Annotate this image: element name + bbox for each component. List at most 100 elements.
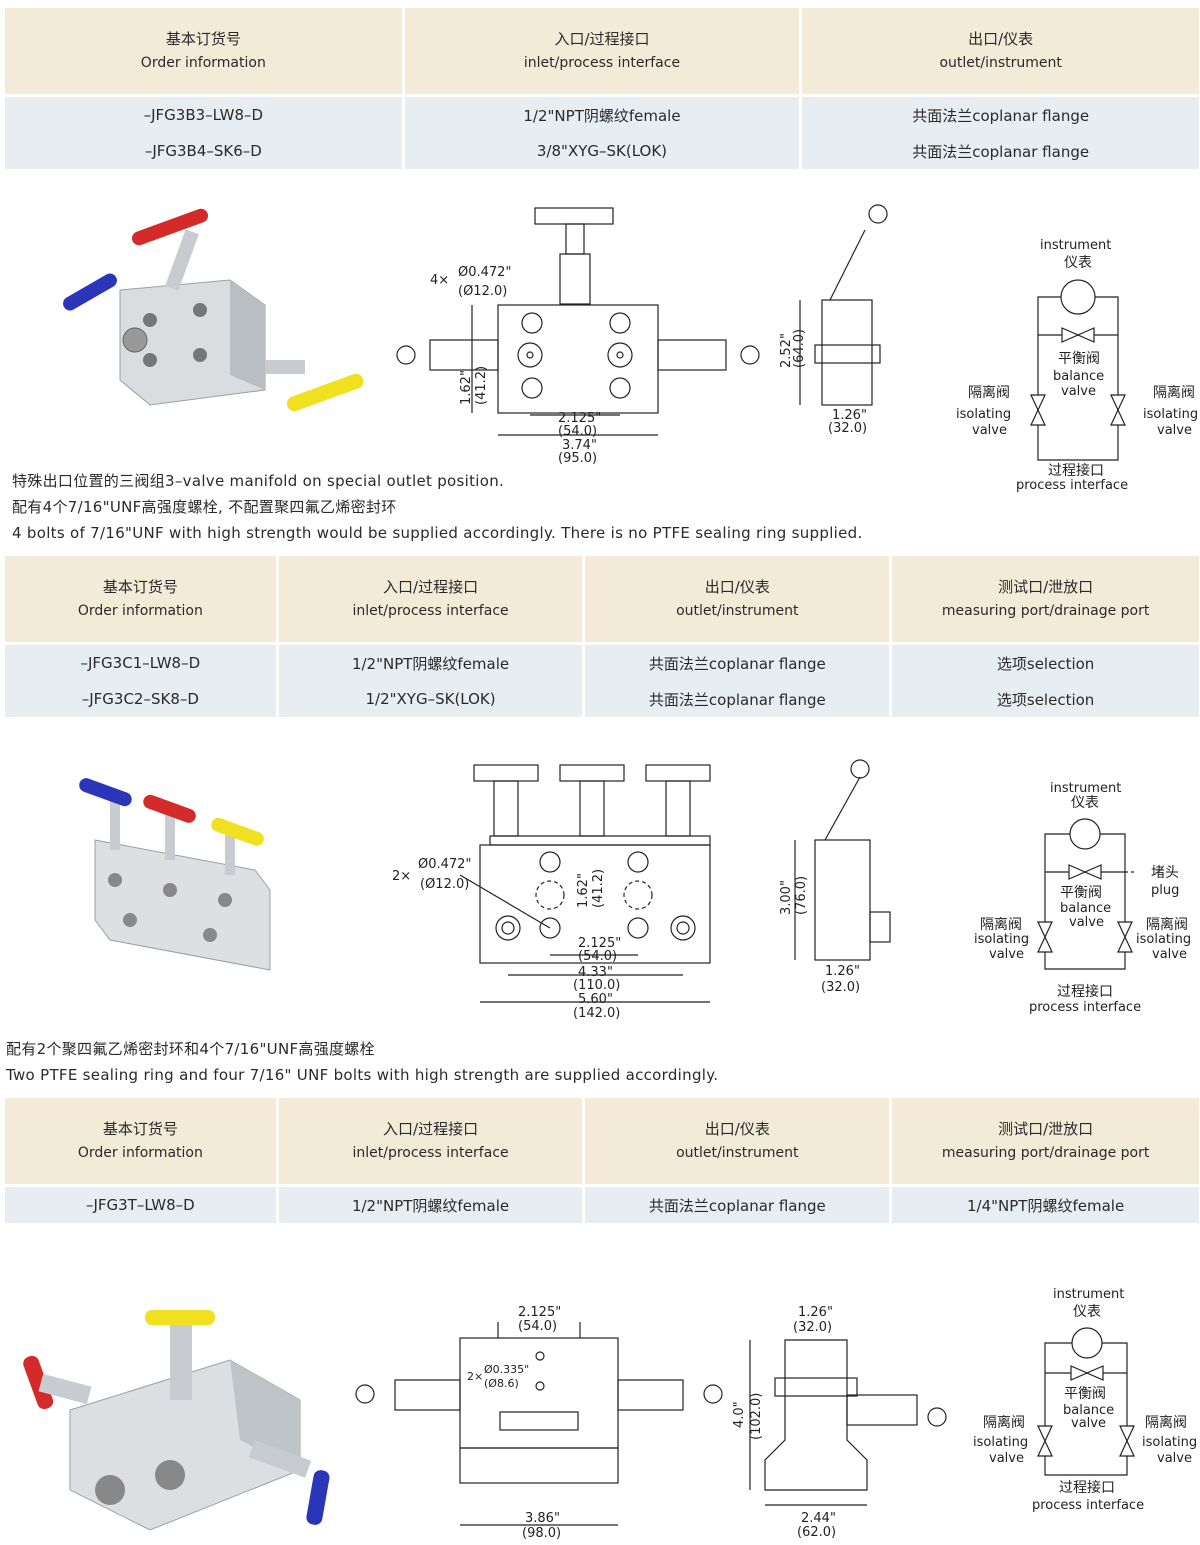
side-drawing-3: 1.26" (32.0) 4.0" (102.0) 2.44" (62.0)	[732, 1305, 947, 1540]
label-isolating-right-cn: 隔离阀	[1153, 384, 1195, 401]
note-line: 4 bolts of 7/16"UNF with high strength w…	[12, 524, 863, 542]
hole-diameter-in: Ø0.335"	[484, 1363, 529, 1376]
dim-top-width-in: 2.125"	[518, 1305, 561, 1320]
cell-measuring: 1/4"NPT阴螺纹female	[892, 1184, 1199, 1223]
label-balance-valve: valve	[1061, 384, 1096, 399]
side-drawing-1: 2.52" (64.0) 1.26" (32.0)	[779, 204, 888, 436]
label-plug-en: plug	[1151, 883, 1179, 898]
cell-order: –JFG3B4–SK6–D	[5, 133, 402, 169]
dim-width-inner-mm: (54.0)	[558, 424, 597, 439]
dim-side-width-mm: (32.0)	[821, 980, 860, 995]
label-isolating-right-en: isolating	[1136, 932, 1191, 947]
dim-side-width-in: 1.26"	[825, 964, 860, 979]
label-isolating-left-cn: 隔离阀	[980, 916, 1022, 933]
hole-count: 2×	[467, 1370, 483, 1383]
product-photo-3	[23, 1310, 330, 1531]
dimension-drawing-2: 2× Ø0.472" (Ø12.0) 1.62" (41.2) 2.125" (…	[392, 764, 711, 1021]
dim-side-height-mm: (76.0)	[794, 876, 809, 915]
side-drawing-2: 3.00" (76.0) 1.26" (32.0)	[779, 759, 891, 995]
dim-side-height-in: 2.52"	[779, 333, 794, 368]
label-instrument-cn: 仪表	[1073, 1304, 1101, 1320]
label-balance-en: balance	[1060, 901, 1111, 916]
label-process-en: process interface	[1016, 478, 1128, 493]
note-line: 配有4个7/16"UNF高强度螺栓, 不配置聚四氟乙烯密封环	[12, 498, 397, 516]
label-isolating-right-cn: 隔离阀	[1146, 916, 1188, 933]
table-row: –JFG3T–LW8–D 1/2"NPT阴螺纹female 共面法兰coplan…	[5, 1184, 1199, 1223]
hole-diameter-in: Ø0.472"	[418, 857, 471, 872]
label-balance-cn: 平衡阀	[1064, 1386, 1106, 1402]
label-isolating-left-cn: 隔离阀	[983, 1414, 1025, 1431]
dim-overall-mm: (98.0)	[522, 1526, 561, 1541]
yellow-handle	[145, 1310, 215, 1325]
label-isolating-left-en: isolating	[973, 1435, 1028, 1450]
label-isolating-left-cn: 隔离阀	[968, 384, 1010, 401]
label-balance-cn: 平衡阀	[1060, 885, 1102, 901]
table-row: –JFG3B4–SK6–D 3/8"XYG–SK(LOK) 共面法兰coplan…	[5, 133, 1199, 169]
label-isolating-left-valve: valve	[989, 1451, 1024, 1466]
label-isolating-right-valve: valve	[1157, 423, 1192, 438]
label-isolating-right-cn: 隔离阀	[1145, 1414, 1187, 1431]
label-balance-valve: valve	[1069, 915, 1104, 930]
note-line: Two PTFE sealing ring and four 7/16" UNF…	[6, 1066, 719, 1084]
cell-outlet: 共面法兰coplanar flange	[802, 133, 1199, 169]
label-isolating-left-valve: valve	[989, 947, 1024, 962]
hole-diameter-mm: (Ø12.0)	[420, 877, 469, 892]
label-instrument-cn: 仪表	[1071, 795, 1099, 811]
table-row: –JFG3C1–LW8–D 1/2"NPT阴螺纹female 共面法兰copla…	[5, 642, 1199, 681]
dim-side-width-mm: (32.0)	[828, 421, 867, 436]
label-balance-en: balance	[1053, 369, 1104, 384]
label-instrument-cn: 仪表	[1064, 255, 1092, 271]
hole-diameter-in: Ø0.472"	[458, 265, 511, 280]
label-isolating-left-en: isolating	[956, 407, 1011, 422]
hole-diameter-mm: (Ø12.0)	[458, 284, 507, 299]
hole-count: 2×	[392, 869, 411, 884]
label-process-cn: 过程接口	[1048, 462, 1104, 479]
dim-overall-in: 3.86"	[525, 1511, 560, 1526]
cell-order: –JFG3C2–SK8–D	[5, 681, 276, 717]
label-instrument-en: instrument	[1040, 238, 1111, 253]
dim-hole-pitch-in: 1.62"	[576, 873, 591, 908]
product-photo-1	[63, 208, 364, 412]
dim-bolt-span-mm: (110.0)	[573, 978, 620, 993]
yellow-handle	[286, 373, 364, 412]
dimension-drawing-1: 4× Ø0.472" (Ø12.0) 2.125" (54.0) 3.74" (…	[396, 207, 760, 465]
label-instrument-en: instrument	[1053, 1287, 1124, 1302]
label-balance-en: balance	[1063, 1403, 1114, 1418]
cell-inlet: 1/2"XYG–SK(LOK)	[278, 681, 583, 717]
dim-side-height-mm: (102.0)	[749, 1393, 764, 1440]
dim-bolt-span-in: 4.33"	[578, 965, 613, 980]
yellow-handle	[211, 817, 264, 846]
label-process-en: process interface	[1032, 1498, 1144, 1513]
label-isolating-right-en: isolating	[1142, 1435, 1197, 1450]
cell-outlet: 共面法兰coplanar flange	[585, 1184, 890, 1223]
dim-side-width-in: 1.26"	[832, 408, 867, 423]
dim-width-inner-in: 2.125"	[558, 411, 601, 426]
dim-height-mm: (41.2)	[474, 366, 489, 405]
cell-inlet: 1/2"NPT阴螺纹female	[278, 1184, 583, 1223]
dim-side-height-in: 3.00"	[779, 880, 794, 915]
cell-inlet: 1/2"NPT阴螺纹female	[278, 642, 583, 681]
hole-count: 4×	[430, 273, 449, 288]
red-handle	[23, 1355, 54, 1410]
dim-top-width-mm: (54.0)	[518, 1319, 557, 1334]
cell-measuring: 选项selection	[892, 642, 1199, 681]
dim-overall-in: 5.60"	[578, 992, 613, 1007]
hole-diameter-mm: (Ø8.6)	[484, 1377, 519, 1390]
cell-inlet: 3/8"XYG–SK(LOK)	[404, 133, 800, 169]
red-handle	[143, 794, 196, 823]
table-row: –JFG3B3–LW8–D 1/2"NPT阴螺纹female 共面法兰copla…	[5, 94, 1199, 133]
label-isolating-right-en: isolating	[1143, 407, 1198, 422]
cell-order: –JFG3T–LW8–D	[5, 1184, 276, 1223]
label-process-cn: 过程接口	[1059, 1479, 1115, 1496]
dim-width-outer-in: 3.74"	[562, 438, 597, 453]
note-1: 特殊出口位置的三阀组3–valve manifold on special ou…	[12, 468, 863, 546]
label-balance-valve: valve	[1071, 1416, 1106, 1431]
